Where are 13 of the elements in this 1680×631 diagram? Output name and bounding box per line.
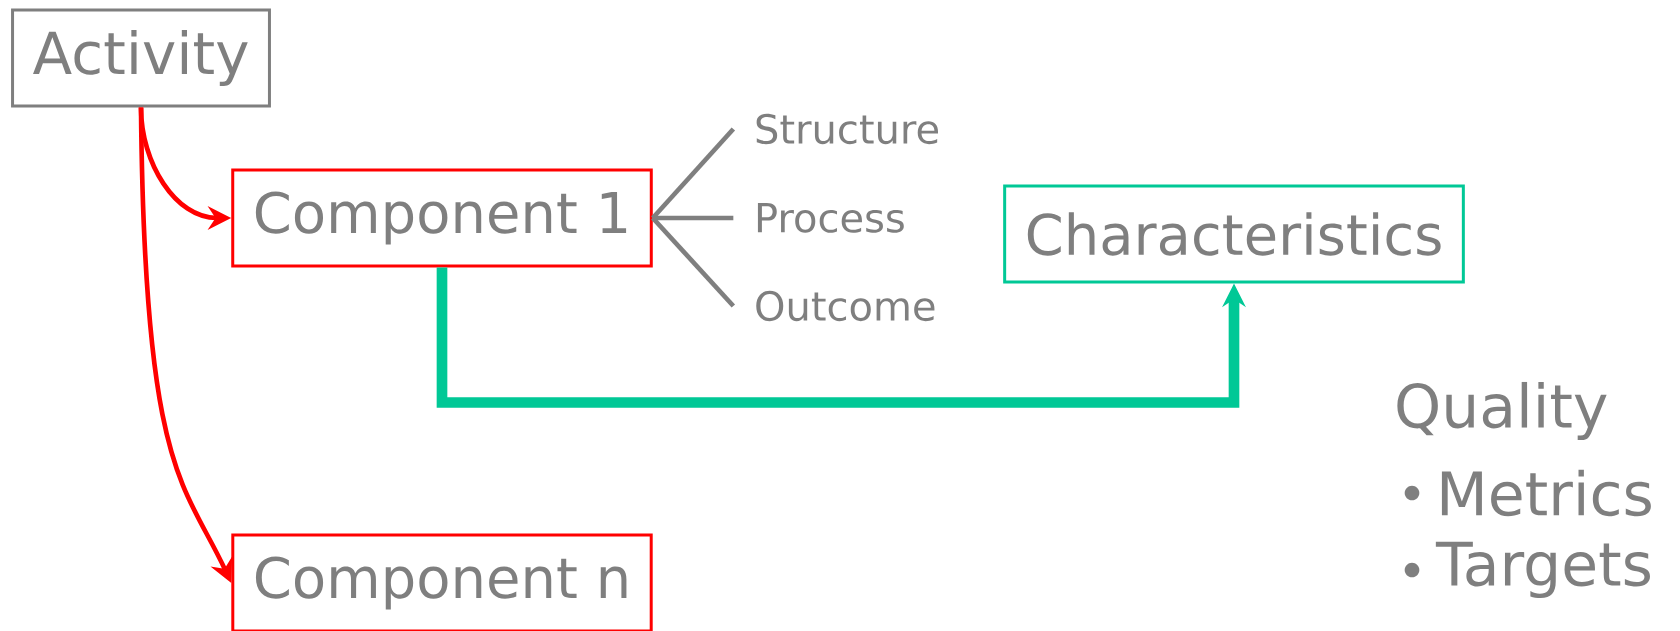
aspect-label: Structure [756, 113, 938, 145]
activity-box: Activity [11, 8, 271, 108]
aspect-label: Process [757, 203, 904, 233]
aspect-label: Outcome [756, 290, 935, 322]
connector-line [652, 215, 734, 221]
list-item: Metrics [1441, 469, 1651, 517]
list-item: Targets [1435, 541, 1650, 599]
connector-line [651, 216, 736, 308]
connector-line [651, 127, 736, 220]
component-box: Component n [231, 533, 653, 631]
characteristics-box: Characteristics [1003, 184, 1465, 284]
quality-heading: Quality [1397, 381, 1607, 441]
component-box: Component 1 [231, 168, 653, 268]
